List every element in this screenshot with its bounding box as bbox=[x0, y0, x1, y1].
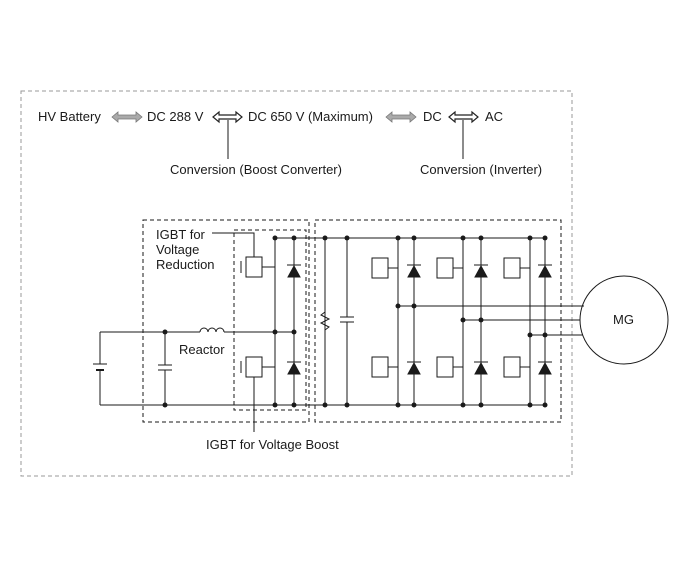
motor-label: MG bbox=[613, 312, 634, 327]
leader-igbt-reduction bbox=[212, 232, 255, 257]
arrow-dc650-dc bbox=[385, 111, 417, 123]
leg2-igbt-lower bbox=[436, 356, 454, 378]
dc-650-label: DC 650 V (Maximum) bbox=[248, 109, 373, 124]
conv-diode-lower bbox=[287, 361, 301, 375]
ac-label: AC bbox=[485, 109, 504, 124]
conv-diode-upper bbox=[287, 264, 301, 278]
arrow-dc-ac bbox=[448, 110, 479, 124]
leg2-diode-upper bbox=[474, 264, 488, 278]
igbt-pair-box bbox=[233, 229, 307, 411]
inverter-box bbox=[314, 219, 562, 423]
igbt-boost-label: IGBT for Voltage Boost bbox=[206, 437, 339, 452]
leg2-igbt-upper bbox=[436, 257, 454, 279]
leg3-diode-lower bbox=[538, 361, 552, 375]
igbt-upper-body bbox=[245, 256, 263, 278]
arrow-battery-dc288 bbox=[111, 111, 143, 123]
hv-battery-label: HV Battery bbox=[38, 109, 101, 124]
boost-converter-box bbox=[142, 219, 310, 423]
leg2-diode-lower bbox=[474, 361, 488, 375]
leg1-diode-lower bbox=[407, 361, 421, 375]
motor-generator-circle bbox=[579, 275, 669, 365]
junction-dots bbox=[162, 235, 548, 408]
leg3-igbt-upper bbox=[503, 257, 521, 279]
reactor-label: Reactor bbox=[179, 342, 225, 357]
leg1-igbt-lower bbox=[371, 356, 389, 378]
outer-frame bbox=[20, 90, 573, 477]
inverter-conversion-label: Conversion (Inverter) bbox=[420, 162, 543, 177]
leg3-diode-upper bbox=[538, 264, 552, 278]
reactor-coil bbox=[199, 327, 225, 333]
dc-label: DC bbox=[423, 109, 442, 124]
arrow-dc288-dc650 bbox=[212, 110, 243, 124]
leg1-igbt-upper bbox=[371, 257, 389, 279]
igbt-reduction-label: IGBT for Voltage Reduction bbox=[156, 227, 215, 272]
boost-conversion-label: Conversion (Boost Converter) bbox=[170, 162, 342, 177]
igbt-lower-body bbox=[245, 356, 263, 378]
dc-288-label: DC 288 V bbox=[147, 109, 204, 124]
leg1-diode-upper bbox=[407, 264, 421, 278]
dclink-resistor bbox=[319, 311, 331, 331]
leg3-igbt-lower bbox=[503, 356, 521, 378]
